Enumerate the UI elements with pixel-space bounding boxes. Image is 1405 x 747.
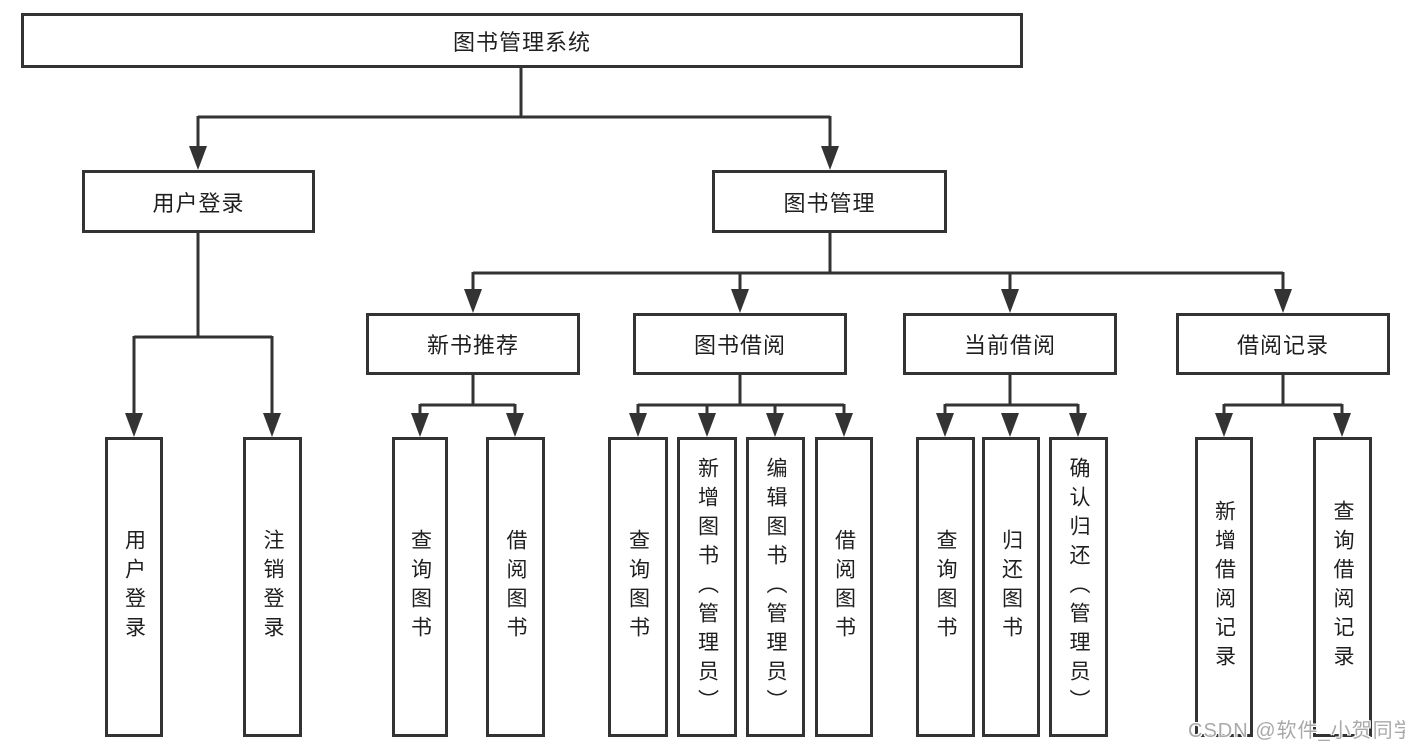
leaf-edit-books-admin: 编辑图书（管理员） [746, 437, 805, 737]
node-borrowing-records: 借阅记录 [1176, 313, 1390, 375]
node-book-management: 图书管理 [712, 170, 947, 233]
leaf-query-borrow-record: 查询借阅记录 [1313, 437, 1372, 737]
leaf-query-books-current-label: 查询图书 [934, 529, 957, 645]
leaf-add-books-admin-label: 新增图书（管理员） [695, 456, 719, 718]
leaf-query-books-recommend-label: 查询图书 [408, 529, 432, 645]
leaf-logout: 注销登录 [243, 437, 302, 737]
leaf-confirm-return-admin-label: 确认归还（管理员） [1067, 456, 1090, 718]
leaf-add-borrow-record: 新增借阅记录 [1195, 437, 1253, 737]
leaf-edit-books-admin-label: 编辑图书（管理员） [764, 456, 787, 718]
node-user-login: 用户登录 [82, 170, 315, 233]
leaf-borrow-books-recommend: 借阅图书 [486, 437, 545, 737]
leaf-query-books-current: 查询图书 [916, 437, 975, 737]
node-book-borrowing: 图书借阅 [633, 313, 847, 375]
leaf-query-books-borrowing-label: 查询图书 [626, 529, 650, 645]
leaf-user-login: 用户登录 [105, 437, 163, 737]
leaf-borrow-books: 借阅图书 [815, 437, 873, 737]
node-library-management-system: 图书管理系统 [21, 13, 1023, 68]
leaf-logout-label: 注销登录 [261, 529, 284, 645]
leaf-add-borrow-record-label: 新增借阅记录 [1212, 500, 1236, 674]
node-current-borrowing: 当前借阅 [903, 313, 1117, 375]
leaf-borrow-books-label: 借阅图书 [832, 529, 856, 645]
node-new-book-recommendation: 新书推荐 [366, 313, 580, 375]
leaf-confirm-return-admin: 确认归还（管理员） [1049, 437, 1108, 737]
leaf-query-books-recommend: 查询图书 [392, 437, 448, 737]
csdn-watermark: CSDN @软件_小贺同学 [1188, 720, 1405, 742]
leaf-user-login-label: 用户登录 [122, 529, 146, 645]
leaf-return-books-label: 归还图书 [999, 529, 1023, 645]
leaf-query-books-borrowing: 查询图书 [608, 437, 668, 737]
leaf-add-books-admin: 新增图书（管理员） [677, 437, 737, 737]
leaf-borrow-books-recommend-label: 借阅图书 [504, 529, 527, 645]
leaf-query-borrow-record-label: 查询借阅记录 [1331, 500, 1354, 674]
leaf-return-books: 归还图书 [982, 437, 1040, 737]
